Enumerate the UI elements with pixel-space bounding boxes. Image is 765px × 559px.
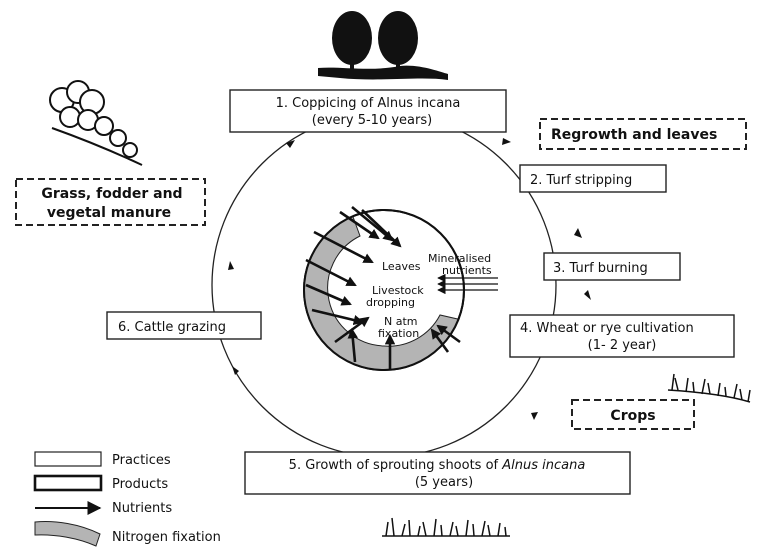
nutrient-arrow — [436, 324, 461, 344]
grass-tuft-icon — [382, 517, 510, 537]
legend: Practices Products Nutrients Nitrogen fi… — [33, 451, 221, 547]
legend-practices-label: Practices — [112, 453, 171, 468]
cycle-arrowhead — [502, 138, 511, 145]
legend-nitrogen: Nitrogen fixation — [34, 521, 221, 547]
practice-step-5: 5. Growth of sprouting shoots of Alnus i… — [244, 451, 631, 495]
nutrient-arrow — [430, 328, 450, 353]
cycle-arrowhead — [584, 290, 591, 300]
product-regrowth-label: Regrowth and leaves — [551, 127, 717, 143]
step-2-label: 2. Turf stripping — [530, 173, 632, 188]
label-leaves: Leaves — [382, 260, 421, 273]
legend-products: Products — [33, 474, 168, 492]
nutrient-arrow — [313, 230, 374, 264]
practice-step-1: 1. Coppicing of Alnus incana (every 5-10… — [229, 89, 507, 133]
step-3-label: 3. Turf burning — [553, 261, 648, 276]
legend-practices: Practices — [34, 451, 171, 468]
grass-tuft-icon — [667, 373, 751, 403]
step-1-line-2: (every 5-10 years) — [312, 113, 432, 128]
legend-nitrogen-label: Nitrogen fixation — [112, 530, 221, 545]
nutrient-circle: Leaves Mineralised nutrients Livestock d… — [303, 205, 498, 371]
label-mineralised-1: Mineralised — [428, 252, 491, 265]
nutrient-arrow — [347, 327, 358, 363]
practice-step-6: 6. Cattle grazing — [106, 311, 262, 340]
step-5-line-2: (5 years) — [415, 475, 473, 490]
step-5-prefix: 5. Growth of sprouting shoots of — [289, 458, 503, 473]
step-5-species: Alnus incana — [501, 458, 585, 473]
label-livestock-2: dropping — [366, 296, 415, 309]
tree-icon — [318, 11, 448, 80]
nutrient-arrow — [361, 209, 402, 248]
cycle-arrowhead — [228, 261, 234, 270]
legend-products-label: Products — [112, 477, 168, 492]
product-grass-line-1: Grass, fodder and — [41, 186, 182, 202]
cycle-arrowhead — [574, 228, 582, 238]
step-4-line-2: (1- 2 year) — [588, 338, 657, 353]
label-natm-1: N atm — [384, 315, 418, 328]
product-regrowth: Regrowth and leaves — [539, 118, 747, 150]
cycle-arrowhead — [232, 366, 239, 375]
nutrient-arrow — [305, 283, 352, 306]
product-grass-line-2: vegetal manure — [47, 205, 171, 221]
step-4-line-1: 4. Wheat or rye cultivation — [520, 321, 694, 336]
label-mineralised-2: nutrients — [442, 264, 492, 277]
cycle-arrowhead — [531, 412, 538, 420]
product-crops-label: Crops — [610, 408, 655, 424]
legend-nutrients-label: Nutrients — [112, 501, 172, 516]
shrub-icon — [49, 80, 143, 166]
practice-step-4: 4. Wheat or rye cultivation (1- 2 year) — [509, 314, 735, 358]
practice-step-3: 3. Turf burning — [543, 252, 681, 281]
cycle-arrowhead — [286, 140, 295, 148]
nutrient-arrow — [305, 258, 357, 287]
cycle-arrows — [228, 138, 591, 420]
product-crops: Crops — [571, 399, 695, 430]
practice-step-2: 2. Turf stripping — [519, 164, 667, 193]
legend-nutrients: Nutrients — [35, 501, 172, 516]
nutrient-arrow — [339, 210, 380, 240]
nutrient-arrow — [311, 308, 365, 326]
label-livestock-1: Livestock — [372, 284, 424, 297]
step-6-label: 6. Cattle grazing — [118, 320, 226, 335]
product-grass: Grass, fodder and vegetal manure — [15, 178, 206, 226]
step-5-line-1: 5. Growth of sprouting shoots of Alnus i… — [289, 458, 586, 473]
nutrient-arrow — [351, 205, 394, 242]
step-1-line-1: 1. Coppicing of Alnus incana — [276, 96, 461, 111]
label-natm-2: fixation — [378, 327, 419, 340]
